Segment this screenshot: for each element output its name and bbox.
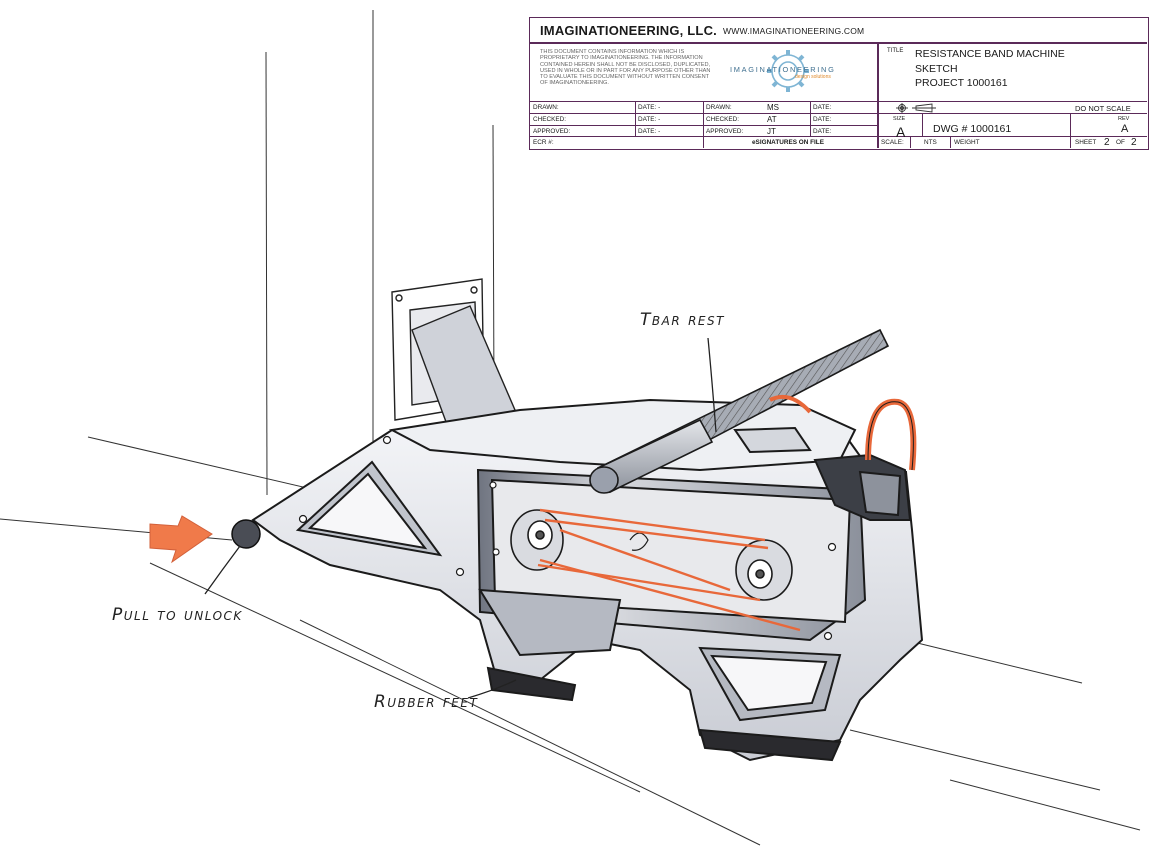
checked-initials: AT <box>767 115 777 124</box>
gear-logo-icon <box>767 50 809 92</box>
logo-tagline: design solutions <box>795 74 831 80</box>
approved-date-left: DATE: - <box>638 128 661 135</box>
resistance-bands <box>537 508 801 632</box>
scale-label: SCALE: <box>881 139 904 146</box>
title-block: IMAGINATIONEERING, LLC. WWW.IMAGINATIONE… <box>529 17 1149 150</box>
checked-date: DATE: <box>813 116 832 123</box>
drawn-date-left: DATE: - <box>638 104 661 111</box>
leader-lines <box>204 337 717 699</box>
title-line-2: SKETCH <box>915 62 958 75</box>
size-value: A <box>896 124 906 140</box>
logo-wordmark: IMAGINATIONEERING <box>730 65 836 74</box>
drawing-number: DWG # 1000161 <box>933 123 1012 135</box>
machine-body <box>251 398 924 762</box>
projection-symbol-icon <box>896 103 936 113</box>
proprietary-notice: THIS DOCUMENT CONTAINS INFORMATION WHICH… <box>540 49 711 87</box>
checked-label: CHECKED: <box>706 116 740 123</box>
sheet-total: 2 <box>1131 137 1137 148</box>
callout-pull-to-unlock: Pull to unlock <box>112 605 243 625</box>
pull-arrow-icon <box>149 515 213 564</box>
pulley-assembly <box>510 509 793 601</box>
company-name: IMAGINATIONEERING, LLC. <box>540 23 717 38</box>
floor-lines <box>0 436 1141 846</box>
approved-label-left: APPROVED: <box>533 128 571 135</box>
approved-initials: JT <box>767 127 776 136</box>
approved-date: DATE: <box>813 128 832 135</box>
callout-tbar-rest: Tbar rest <box>640 310 725 330</box>
size-label: SIZE <box>893 116 906 122</box>
drawn-label-left: DRAWN: <box>533 104 559 111</box>
title-line-3: PROJECT 1000161 <box>915 77 1008 89</box>
of-label: OF <box>1116 139 1125 146</box>
weight-label: WEIGHT <box>954 139 980 146</box>
do-not-scale: DO NOT SCALE <box>1075 104 1131 113</box>
esignatures-note: eSIGNATURES ON FILE <box>752 139 824 146</box>
wall-bracket <box>391 278 516 439</box>
checked-label-left: CHECKED: <box>533 116 567 123</box>
title-line-1: RESISTANCE BAND MACHINE <box>915 48 1065 60</box>
company-website: WWW.IMAGINATIONEERING.COM <box>723 26 865 36</box>
checked-date-left: DATE: - <box>638 116 661 123</box>
unlock-knob <box>231 519 261 549</box>
drawn-label: DRAWN: <box>706 104 732 111</box>
scale-value: NTS <box>924 139 937 146</box>
approved-label: APPROVED: <box>706 128 744 135</box>
callout-rubber-feet: Rubber feet <box>374 692 479 712</box>
title-label: TITLE <box>887 48 904 54</box>
drawn-initials: MS <box>767 103 779 112</box>
t-bar <box>589 328 890 494</box>
drawn-date: DATE: <box>813 104 832 111</box>
sheet-number: 2 <box>1104 137 1110 148</box>
rev-label: REV <box>1118 116 1130 122</box>
drawing-title: RESISTANCE BAND MACHINE SKETCH PROJECT 1… <box>915 47 1065 91</box>
rev-value: A <box>1121 123 1129 135</box>
sheet-label: SHEET <box>1075 139 1097 146</box>
ecr-label: ECR #: <box>533 139 554 146</box>
